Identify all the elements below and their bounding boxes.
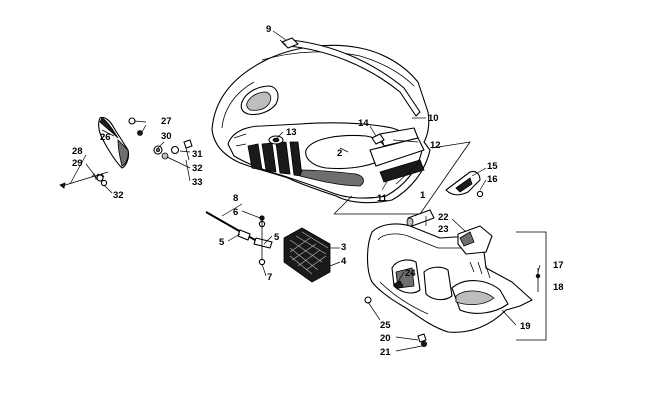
- callout-21: 21: [380, 347, 391, 358]
- callout-5b: 5: [274, 232, 280, 243]
- callout-9: 9: [266, 24, 271, 35]
- callout-8: 8: [233, 193, 238, 204]
- callout-32a: 32: [192, 163, 203, 174]
- callout-27: 27: [161, 116, 172, 127]
- callout-2: 2: [337, 148, 342, 159]
- windshield-trim-strip: [287, 39, 421, 117]
- callout-14: 14: [358, 118, 369, 129]
- callout-4: 4: [341, 256, 347, 267]
- callout-3: 3: [341, 242, 346, 253]
- callout-28: 28: [72, 146, 83, 157]
- callout-29: 29: [72, 158, 83, 169]
- callout-7: 7: [267, 272, 272, 283]
- callout-13: 13: [286, 127, 297, 138]
- callout-6: 6: [233, 207, 238, 218]
- callout-20: 20: [380, 333, 391, 344]
- callout-15: 15: [487, 161, 498, 172]
- side-shield-assembly: [59, 116, 193, 189]
- callout-32b: 32: [113, 190, 124, 201]
- callout-23: 23: [438, 224, 449, 235]
- callout-17: 17: [553, 260, 564, 271]
- callout-31: 31: [192, 149, 203, 160]
- callout-5a: 5: [219, 237, 225, 248]
- callout-11: 11: [377, 193, 388, 204]
- callout-26: 26: [100, 132, 111, 143]
- callout-12: 12: [430, 140, 441, 151]
- leader-lines: [69, 30, 541, 352]
- hood-screw: [279, 37, 299, 49]
- callout-25: 25: [380, 320, 391, 331]
- hood-latch: [445, 170, 484, 198]
- callout-19: 19: [520, 321, 531, 332]
- callout-22: 22: [438, 212, 449, 223]
- callout-16: 16: [487, 174, 498, 185]
- callout-24: 24: [405, 268, 416, 279]
- callout-18: 18: [553, 282, 564, 293]
- callout-33: 33: [192, 177, 203, 188]
- storage-tub-assembly: [364, 209, 547, 347]
- callout-1: 1: [420, 190, 426, 201]
- hood-assembly: [211, 44, 431, 204]
- assembly-plane-outline: [333, 141, 471, 215]
- vent-screen-assembly: [205, 211, 331, 283]
- callout-30: 30: [161, 131, 172, 142]
- callout-10: 10: [428, 113, 439, 124]
- callout-labels: 9 10 12 13 14 2 11 1 15 16 26 27 30 31 3…: [72, 24, 564, 358]
